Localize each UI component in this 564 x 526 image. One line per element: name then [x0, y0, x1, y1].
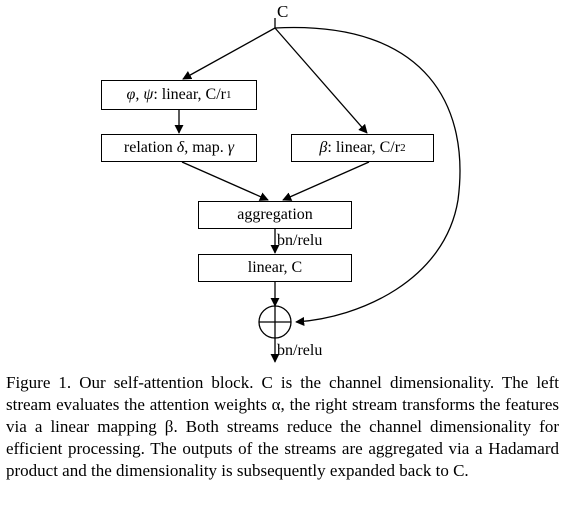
- arrow-relation-to-aggregation: [181, 161, 269, 201]
- beta-text: : linear, C/r: [327, 139, 401, 156]
- phi-psi-symbols: φ, ψ: [126, 86, 154, 103]
- beta-symbol: β: [319, 139, 328, 156]
- phi-psi-text: : linear, C/r: [153, 86, 226, 103]
- gamma-symbol: γ: [227, 139, 235, 156]
- arrow-beta-to-aggregation: [282, 161, 370, 201]
- arrow-to-phi-psi: [182, 27, 276, 80]
- input-label: C: [277, 2, 289, 21]
- map-text: , map.: [184, 139, 224, 156]
- caption-text: Figure 1. Our self-attention block. C is…: [6, 373, 559, 480]
- diagram-connectors: [174, 18, 461, 363]
- relation-text: relation: [123, 139, 173, 156]
- skip-connection-arrow: [274, 26, 461, 327]
- delta-symbol: δ: [176, 139, 185, 156]
- bn-relu-label-2: bn/relu: [277, 342, 323, 359]
- bn-relu-label-1: bn/relu: [277, 232, 323, 249]
- linear-c-box: linear, C: [198, 254, 352, 282]
- aggregation-box: aggregation: [198, 201, 352, 229]
- arrow-to-beta: [274, 27, 368, 134]
- relation-box: relation δ, map. γ: [101, 134, 257, 162]
- figure-caption: Figure 1. Our self-attention block. C is…: [6, 372, 559, 482]
